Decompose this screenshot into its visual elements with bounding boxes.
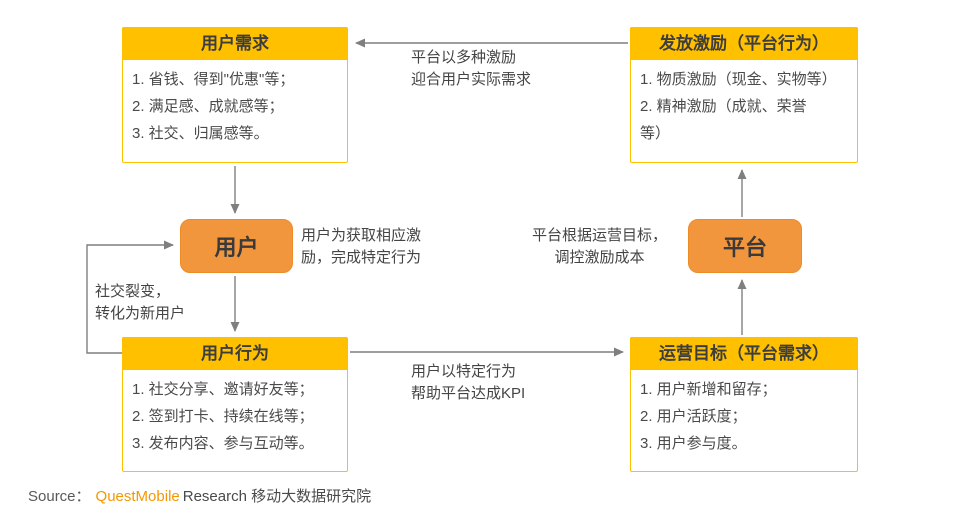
box-incentives-list: 1. 物质激励（现金、实物等） 2. 精神激励（成就、荣誉 等） [631, 60, 857, 147]
list-item: 1. 社交分享、邀请好友等； [132, 381, 314, 398]
label-user-action: 用户为获取相应激 励，完成特定行为 [301, 225, 421, 269]
label-line: 平台根据运营目标， [531, 227, 667, 244]
label-line: 转化为新用户 [95, 305, 186, 322]
label-platform-adjust: 平台根据运营目标， 调控激励成本 [517, 225, 682, 269]
box-incentives-title: 发放激励（平台行为） [630, 27, 858, 60]
list-item: 1. 省钱、得到"优惠"等； [132, 71, 295, 88]
list-item: 2. 签到打卡、持续在线等； [132, 408, 314, 425]
source-prefix: Source： [28, 488, 91, 505]
list-item: 1. 用户新增和留存； [640, 381, 777, 398]
list-item: 3. 发布内容、参与互动等。 [132, 435, 314, 452]
label-line: 调控激励成本 [554, 249, 645, 266]
box-user-needs-title: 用户需求 [122, 27, 348, 60]
label-line: 用户以特定行为 [411, 363, 517, 380]
label-kpi: 用户以特定行为 帮助平台达成KPI [411, 361, 525, 405]
label-line: 帮助平台达成KPI [411, 385, 526, 402]
box-user-behavior-title: 用户行为 [122, 337, 348, 370]
list-item: 2. 满足感、成就感等； [132, 98, 284, 115]
label-social-fission: 社交裂变， 转化为新用户 [95, 281, 185, 325]
node-user: 用户 [180, 219, 293, 273]
box-user-needs: 用户需求 1. 省钱、得到"优惠"等； 2. 满足感、成就感等； 3. 社交、归… [122, 27, 348, 163]
box-user-behavior: 用户行为 1. 社交分享、邀请好友等； 2. 签到打卡、持续在线等； 3. 发布… [122, 337, 348, 472]
source-suffix: Research 移动大数据研究院 [182, 488, 372, 505]
list-item: 2. 用户活跃度； [640, 408, 747, 425]
label-line: 用户为获取相应激 [301, 227, 422, 244]
box-operation-goals: 运营目标（平台需求） 1. 用户新增和留存； 2. 用户活跃度； 3. 用户参与… [630, 337, 858, 472]
box-operation-goals-title: 运营目标（平台需求） [630, 337, 858, 370]
brand-questmobile: QuestMobile [95, 488, 180, 505]
box-incentives: 发放激励（平台行为） 1. 物质激励（现金、实物等） 2. 精神激励（成就、荣誉… [630, 27, 858, 163]
list-item: 2. 精神激励（成就、荣誉 等） [640, 98, 807, 142]
box-user-needs-list: 1. 省钱、得到"优惠"等； 2. 满足感、成就感等； 3. 社交、归属感等。 [123, 60, 347, 147]
list-item: 3. 用户参与度。 [640, 435, 747, 452]
list-item: 3. 社交、归属感等。 [132, 125, 269, 142]
box-operation-goals-list: 1. 用户新增和留存； 2. 用户活跃度； 3. 用户参与度。 [631, 370, 857, 457]
label-line: 励，完成特定行为 [301, 249, 422, 266]
label-line: 迎合用户实际需求 [411, 71, 532, 88]
label-line: 平台以多种激励 [411, 49, 517, 66]
label-incentive-match: 平台以多种激励 迎合用户实际需求 [411, 47, 531, 91]
list-item: 1. 物质激励（现金、实物等） [640, 71, 837, 88]
box-user-behavior-list: 1. 社交分享、邀请好友等； 2. 签到打卡、持续在线等； 3. 发布内容、参与… [123, 370, 347, 457]
node-platform: 平台 [688, 219, 802, 273]
label-line: 社交裂变， [95, 283, 171, 300]
